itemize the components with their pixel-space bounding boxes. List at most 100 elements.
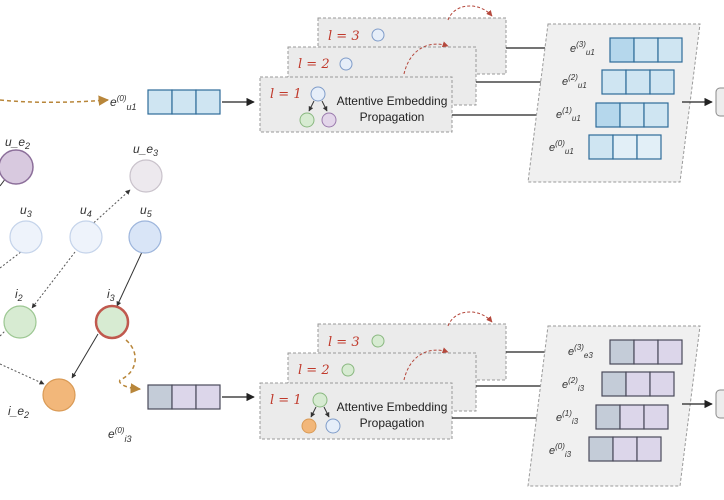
top-layer-1-box bbox=[259, 76, 453, 133]
bottom-output-cell bbox=[657, 339, 683, 365]
top-output-cell bbox=[636, 134, 662, 160]
bottom-layer-2-label: l = 2 bbox=[298, 363, 330, 378]
top-layer-1-child-b bbox=[321, 112, 337, 128]
edge-u4-i2 bbox=[31, 251, 76, 309]
node-u4 bbox=[69, 220, 103, 254]
node-u3 bbox=[9, 220, 43, 254]
bottom-aggregator-box bbox=[715, 389, 724, 419]
top-output-cell bbox=[612, 134, 638, 160]
bottom-embedding-vector bbox=[147, 384, 221, 410]
top-layer-3-label: l = 3 bbox=[328, 29, 360, 44]
bottom-embedding-cell bbox=[195, 384, 221, 410]
bottom-propagation-line-1: Attentive Embedding bbox=[337, 400, 448, 414]
bottom-output-cell bbox=[612, 436, 638, 462]
bottom-output-cell bbox=[633, 339, 659, 365]
top-output-vector-3 bbox=[609, 37, 683, 63]
bottom-output-cell bbox=[643, 404, 669, 430]
top-output-cell bbox=[625, 69, 651, 95]
bottom-output-cell bbox=[588, 436, 614, 462]
top-aggregator-box bbox=[715, 87, 724, 117]
top-output-vector-2 bbox=[601, 69, 675, 95]
top-output-cell bbox=[619, 102, 645, 128]
node-u5 bbox=[128, 220, 162, 254]
top-layer-2-label: l = 2 bbox=[298, 57, 330, 72]
top-embedding-label: e(0)u1 bbox=[110, 94, 136, 112]
top-output-cell bbox=[595, 102, 621, 128]
top-layer-1-edge-b bbox=[321, 100, 328, 112]
top-embedding-cell bbox=[171, 89, 197, 115]
top-output-cell bbox=[633, 37, 659, 63]
bottom-output-cell bbox=[636, 436, 662, 462]
bottom-layer-2-feedback bbox=[403, 347, 449, 381]
top-output-cell bbox=[657, 37, 683, 63]
bottom-embedding-cell bbox=[171, 384, 197, 410]
bottom-output-vector-1 bbox=[595, 404, 669, 430]
label-i3: i3 bbox=[107, 287, 115, 303]
node-i3 bbox=[94, 304, 130, 340]
node-i_e2 bbox=[42, 378, 76, 412]
bottom-layer-3-node bbox=[371, 334, 385, 348]
bottom-layer-1-center-node bbox=[312, 392, 328, 408]
top-output-cell bbox=[643, 102, 669, 128]
top-propagation-line-1: Attentive Embedding bbox=[337, 94, 448, 108]
bottom-embedding-cell bbox=[147, 384, 173, 410]
orange-arrow-bottom bbox=[118, 339, 142, 394]
node-i2 bbox=[3, 305, 37, 339]
top-layer-1-center-node bbox=[310, 86, 326, 102]
bottom-layer-1-label: l = 1 bbox=[270, 393, 302, 408]
interaction-graph: u_e2 u_e3 u3 u4 u5 i2 i3 i_e2 bbox=[0, 135, 163, 420]
edge-u4-ue3 bbox=[87, 189, 131, 229]
top-layer-3-feedback bbox=[447, 5, 493, 21]
bottom-layer-3-feedback bbox=[447, 311, 493, 327]
bottom-layer-1-child-a bbox=[301, 418, 317, 434]
bottom-output-cell bbox=[601, 371, 627, 397]
label-u5: u5 bbox=[140, 203, 153, 219]
bottom-output-cell bbox=[625, 371, 651, 397]
top-output-cell bbox=[588, 134, 614, 160]
bottom-pipeline: e(0)i3 l = 3 l = 2 l = 1 Attentive Embed… bbox=[108, 311, 724, 487]
label-u4: u4 bbox=[80, 203, 92, 219]
top-layer-2-node bbox=[339, 57, 353, 71]
bottom-output-cell bbox=[649, 371, 675, 397]
bottom-layer-2-node bbox=[341, 363, 355, 377]
bottom-output-vector-2 bbox=[601, 371, 675, 397]
top-layer-3-node bbox=[371, 28, 385, 42]
edge-u5-i3 bbox=[116, 251, 143, 307]
label-i2: i2 bbox=[15, 287, 23, 303]
bottom-layer-1-edge-a bbox=[310, 406, 317, 418]
edge-i3-ie2 bbox=[71, 333, 99, 379]
bottom-output-vector-3 bbox=[609, 339, 683, 365]
top-embedding-cell bbox=[147, 89, 173, 115]
node-u_e3 bbox=[129, 159, 163, 193]
bottom-output-cell bbox=[609, 339, 635, 365]
label-i_e2: i_e2 bbox=[8, 404, 29, 420]
top-output-vector-0 bbox=[588, 134, 662, 160]
top-embedding-vector bbox=[147, 89, 221, 115]
edge-left-ie2 bbox=[0, 363, 45, 385]
top-propagation-line-2: Propagation bbox=[360, 110, 425, 124]
orange-arrow-top bbox=[0, 95, 110, 106]
top-output-cell bbox=[601, 69, 627, 95]
label-u_e2: u_e2 bbox=[5, 135, 30, 151]
node-u_e2 bbox=[0, 149, 34, 185]
top-layer-1-child-a bbox=[299, 112, 315, 128]
bottom-output-cell bbox=[595, 404, 621, 430]
bottom-layer-1-child-b bbox=[325, 418, 341, 434]
bottom-layer-1-box bbox=[259, 382, 453, 440]
top-pipeline: e(0)u1 l = 3 l = 2 l = 1 Attentive Embed… bbox=[110, 5, 724, 183]
top-embedding-cell bbox=[195, 89, 221, 115]
top-output-vector-1 bbox=[595, 102, 669, 128]
bottom-layer-3-label: l = 3 bbox=[328, 335, 360, 350]
top-output-cell bbox=[609, 37, 635, 63]
top-layer-1-edge-a bbox=[308, 100, 315, 112]
bottom-embedding-label: e(0)i3 bbox=[108, 426, 131, 444]
top-output-cell bbox=[649, 69, 675, 95]
label-u_e3: u_e3 bbox=[133, 142, 158, 158]
top-layer-1-label: l = 1 bbox=[270, 87, 302, 102]
bottom-layer-1-edge-b bbox=[323, 406, 330, 418]
bottom-propagation-line-2: Propagation bbox=[360, 416, 425, 430]
bottom-output-vector-0 bbox=[588, 436, 662, 462]
bottom-output-cell bbox=[619, 404, 645, 430]
label-u3: u3 bbox=[20, 203, 32, 219]
